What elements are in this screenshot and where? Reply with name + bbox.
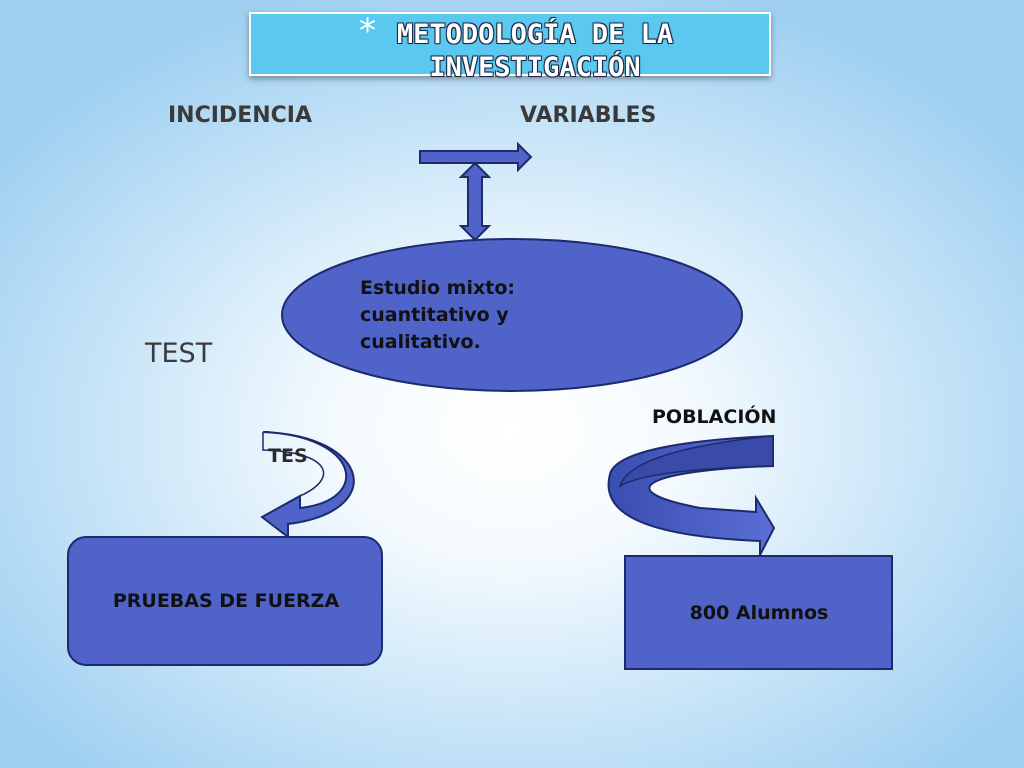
box-pruebas-de-fuerza xyxy=(67,536,383,666)
curved-arrow-left xyxy=(260,431,355,540)
label-test: TEST xyxy=(145,338,213,369)
label-tes: TES xyxy=(268,445,308,467)
alumnos-text: 800 Alumnos xyxy=(689,602,829,624)
title-banner xyxy=(249,12,771,76)
label-variables: VARIABLES xyxy=(520,103,657,128)
title-bullet: * xyxy=(359,11,376,51)
page-title: METODOLOGÍA DE LA INVESTIGACIÓN xyxy=(396,19,674,83)
oval-estudio-mixto xyxy=(281,238,743,392)
label-incidencia: INCIDENCIA xyxy=(168,103,312,128)
pruebas-text: PRUEBAS DE FUERZA xyxy=(112,590,340,612)
arrow-right-to-variables xyxy=(419,141,533,173)
curved-arrow-left-band xyxy=(262,432,325,497)
oval-text: Estudio mixto: cuantitativo y cualitativ… xyxy=(360,277,515,353)
box-800-alumnos xyxy=(624,555,893,670)
poblacion-text: POBLACIÓN xyxy=(652,406,777,428)
curved-arrow-right-top xyxy=(618,435,774,488)
arrow-up-down xyxy=(458,161,492,242)
